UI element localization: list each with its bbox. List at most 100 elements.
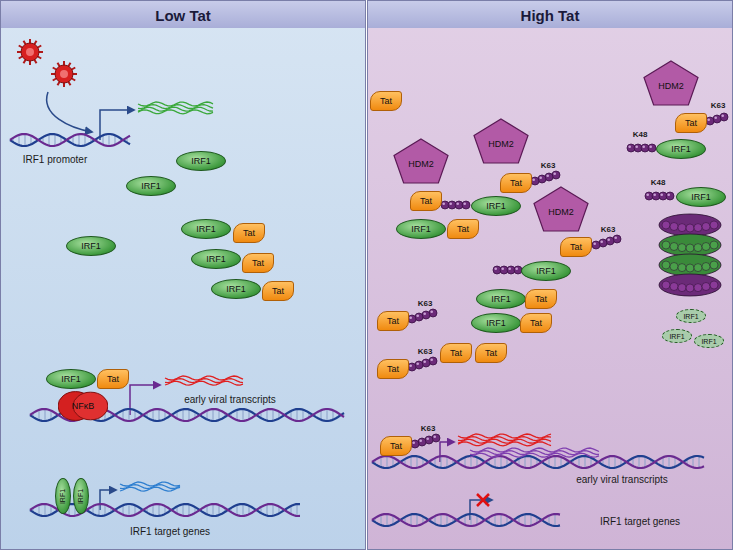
protein-name: Tat — [530, 319, 542, 328]
tat-protein: Tat — [233, 223, 265, 243]
ubiquitin-shine — [607, 238, 610, 241]
protein-name: Tat — [457, 225, 469, 234]
hdm2-protein: HDM2 — [533, 186, 589, 232]
ubiquitin-shine — [539, 176, 542, 179]
dna-rung — [501, 456, 502, 468]
dna-rung — [135, 410, 136, 419]
protein-name: Tat — [243, 229, 255, 238]
proteasome-subunit — [670, 243, 678, 251]
dna-rung — [129, 409, 130, 421]
proteasome-ring — [659, 274, 721, 296]
dna-strand — [372, 514, 560, 526]
ubiquitin — [531, 177, 539, 185]
tat-protein: Tat — [520, 313, 552, 333]
ubiquitin-shine — [614, 236, 617, 239]
proteasome-subunit — [670, 283, 678, 291]
irf1-protein: IRF1 — [66, 236, 116, 256]
dna-rung — [243, 409, 244, 421]
dna-rung — [183, 409, 184, 421]
tat-protein: Tat — [525, 289, 557, 309]
virus-particle — [21, 43, 39, 61]
dna-rung — [85, 135, 86, 146]
ubiquitin-linkage: K63 — [421, 425, 436, 433]
transcript — [138, 110, 213, 114]
dna-rung — [123, 410, 124, 419]
ubiquitin-shine — [423, 312, 426, 315]
panel: Low TatIRF1IRF1IRF1TatIRF1IRF1TatIRF1Tat… — [0, 0, 366, 550]
irf1-dimer: IRF1 — [73, 478, 89, 514]
ubiquitin-shine — [426, 437, 429, 440]
dna-rung — [477, 515, 478, 524]
tat-protein: Tat — [262, 281, 294, 301]
proteasome-ring — [659, 254, 721, 276]
protein-name: Tat — [252, 259, 264, 268]
protein-name: Tat — [570, 243, 582, 252]
dna-rung — [411, 456, 412, 467]
ubiquitin-shine — [660, 193, 663, 196]
dna-rung — [615, 456, 616, 467]
dna-rung — [159, 504, 160, 516]
dna-rung — [189, 409, 190, 420]
dna-strand — [372, 456, 704, 468]
degraded-irf1: IRF1 — [694, 334, 724, 348]
ubiquitin-linkage: K63 — [601, 226, 616, 234]
dna-rung — [115, 135, 116, 144]
proteasome-subunit — [678, 284, 686, 292]
irf1-protein: IRF1 — [181, 219, 231, 239]
dna-rung — [153, 505, 154, 516]
ubiquitin-shine — [430, 310, 433, 313]
irf1-protein: IRF1 — [521, 261, 571, 281]
dna-strand — [10, 134, 130, 146]
dna-rung — [79, 134, 80, 146]
ubiquitin-shine — [409, 364, 412, 367]
ubiquitin-shine — [628, 145, 631, 148]
protein-name: HDM2 — [408, 160, 434, 169]
dna-rung — [267, 409, 268, 420]
dna-strand — [10, 134, 130, 146]
ubiquitin-shine — [667, 193, 670, 196]
virus-core — [60, 70, 68, 78]
dna-rung — [387, 456, 388, 468]
degraded-irf1: IRF1 — [676, 309, 706, 323]
dna-rung — [477, 457, 478, 466]
protein-name: IRF1 — [536, 267, 556, 276]
dna-strand — [30, 504, 300, 516]
dna-rung — [411, 514, 412, 525]
tat-protein: Tat — [377, 359, 409, 379]
dna-rung — [699, 456, 700, 468]
ubiquitin-shine — [423, 360, 426, 363]
dna-rung — [387, 514, 388, 526]
header-band — [367, 0, 733, 28]
dna-rung — [49, 134, 50, 145]
protein-name: Tat — [420, 197, 432, 206]
dna-rung — [99, 504, 100, 516]
ubiquitin-shine — [649, 145, 652, 148]
dna-rung — [55, 134, 56, 146]
dna-rung — [243, 504, 244, 516]
dna-rung — [45, 409, 46, 421]
proteasome-subunit — [662, 281, 670, 289]
dna-rung — [219, 505, 220, 515]
dna-rung — [123, 505, 124, 514]
tat-protein: Tat — [500, 173, 532, 193]
proteasome-subunit — [678, 224, 686, 232]
dna-rung — [693, 457, 694, 468]
ubiquitin — [408, 315, 416, 323]
protein-name: IRF1 — [60, 488, 67, 503]
ubiquitin-linkage: K63 — [418, 348, 433, 356]
protein-name: IRF1 — [78, 488, 85, 503]
ubiquitin-shine — [646, 193, 649, 196]
protein-name: Tat — [535, 295, 547, 304]
protein-name: Tat — [485, 349, 497, 358]
proteasome-subunit — [686, 244, 694, 252]
dna-rung — [213, 504, 214, 516]
tat-protein: Tat — [560, 237, 592, 257]
ubiquitin-shine — [714, 116, 717, 119]
dna-rung — [417, 514, 418, 526]
protein-name: IRF1 — [669, 333, 684, 340]
dna-rung — [495, 457, 496, 468]
dna-rung — [297, 409, 298, 421]
protein-name: IRF1 — [141, 182, 161, 191]
protein-name: Tat — [390, 442, 402, 451]
irf1-protein: IRF1 — [676, 187, 726, 207]
